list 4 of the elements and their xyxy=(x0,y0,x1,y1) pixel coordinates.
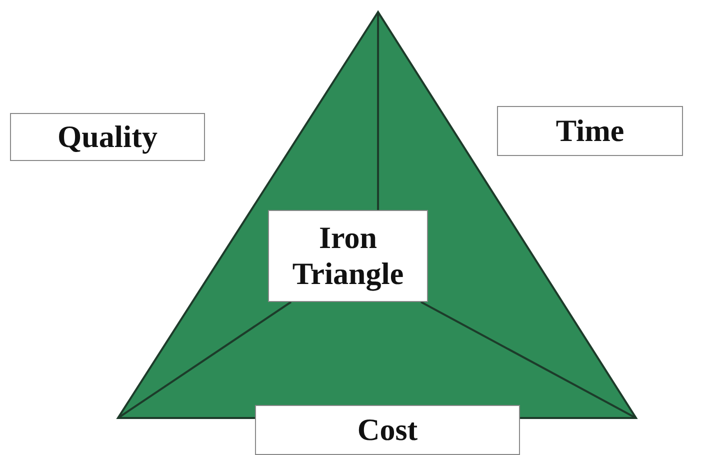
label-box: Quality xyxy=(10,113,205,161)
label-box: Time xyxy=(497,106,683,156)
label-box: Iron Triangle xyxy=(268,210,428,302)
label-box: Cost xyxy=(255,405,520,455)
